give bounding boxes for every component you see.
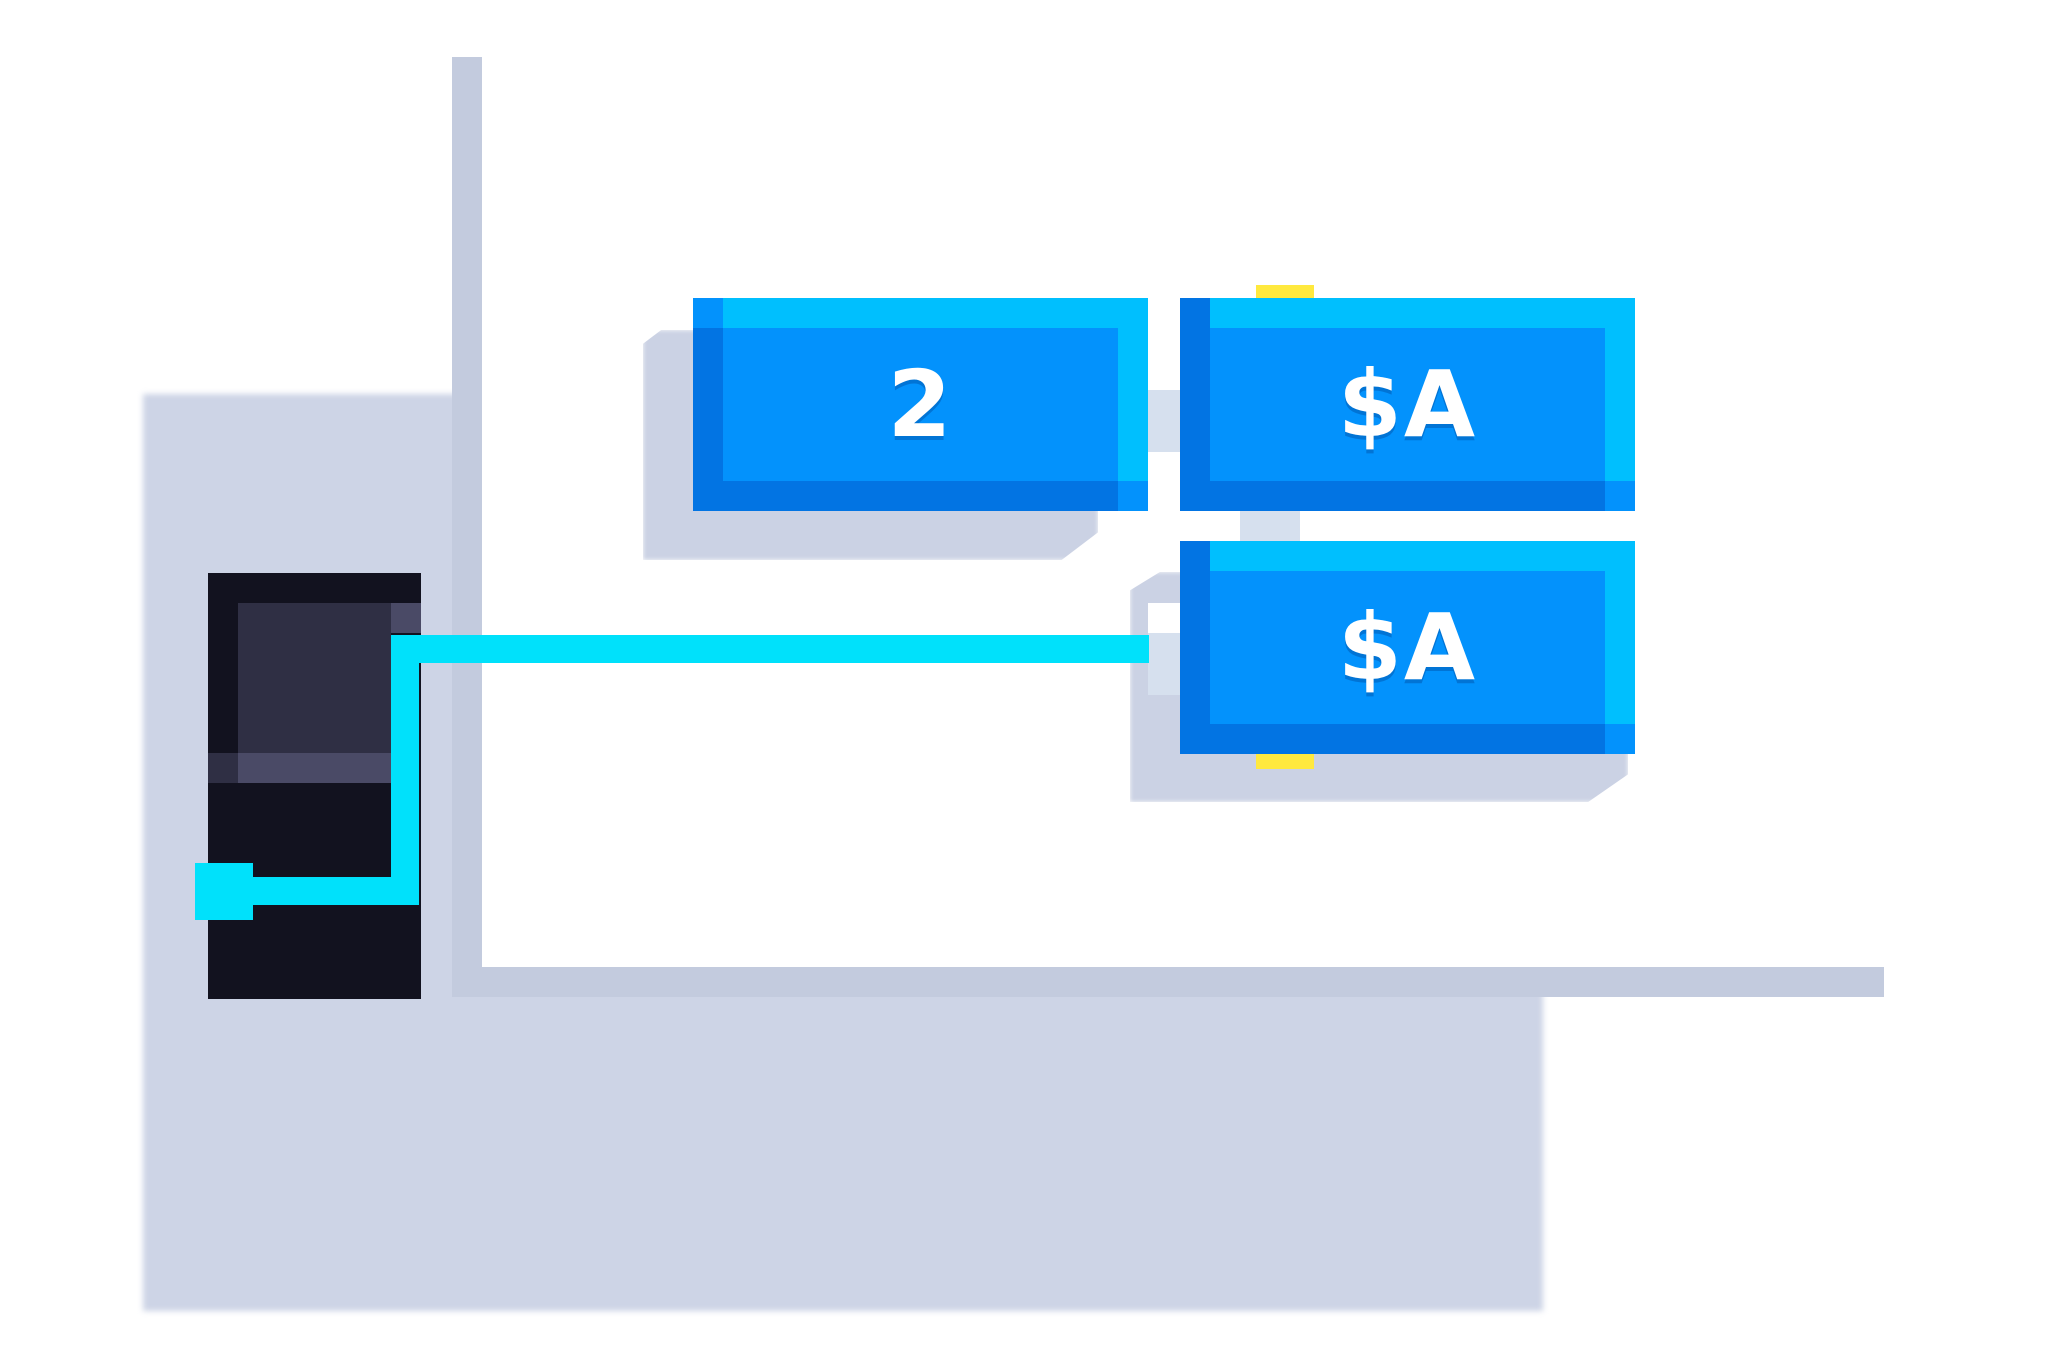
corner-br	[1118, 481, 1148, 511]
variable-block-bottom[interactable]: $A	[1180, 541, 1635, 754]
variable-block-top[interactable]: $A	[1180, 298, 1635, 511]
corner-br	[1605, 724, 1635, 754]
signal-wire-terminal[interactable]	[195, 863, 253, 920]
signal-wire-bottom	[245, 877, 419, 905]
board-frame-bottom	[452, 967, 1884, 997]
connector-h-top	[1148, 360, 1180, 390]
variable-block-top-label: $A	[1337, 350, 1478, 458]
corner-tl	[1180, 298, 1210, 328]
variable-block-bottom-label: $A	[1337, 593, 1478, 701]
corner-tl	[693, 298, 723, 328]
signal-wire-horizontal	[391, 635, 1149, 663]
port-stripe-left	[208, 753, 238, 783]
top-notch	[1256, 285, 1314, 301]
connector-h-bottom-lower	[1148, 633, 1180, 695]
port-window	[238, 603, 391, 753]
bottom-notch	[1256, 753, 1314, 769]
corner-tl	[1180, 541, 1210, 571]
board-frame-left	[452, 57, 482, 997]
connector-h-bottom	[1148, 603, 1180, 633]
port-stripe-right	[391, 603, 421, 633]
connector-v-mid	[1240, 510, 1300, 542]
connector-h-top-lower	[1148, 390, 1180, 452]
number-block[interactable]: 2	[693, 298, 1148, 511]
signal-wire-vertical	[391, 635, 419, 905]
number-block-label: 2	[887, 350, 954, 458]
connector-v-mid-end	[1300, 510, 1330, 542]
corner-br	[1605, 481, 1635, 511]
port-stripe	[238, 753, 391, 783]
